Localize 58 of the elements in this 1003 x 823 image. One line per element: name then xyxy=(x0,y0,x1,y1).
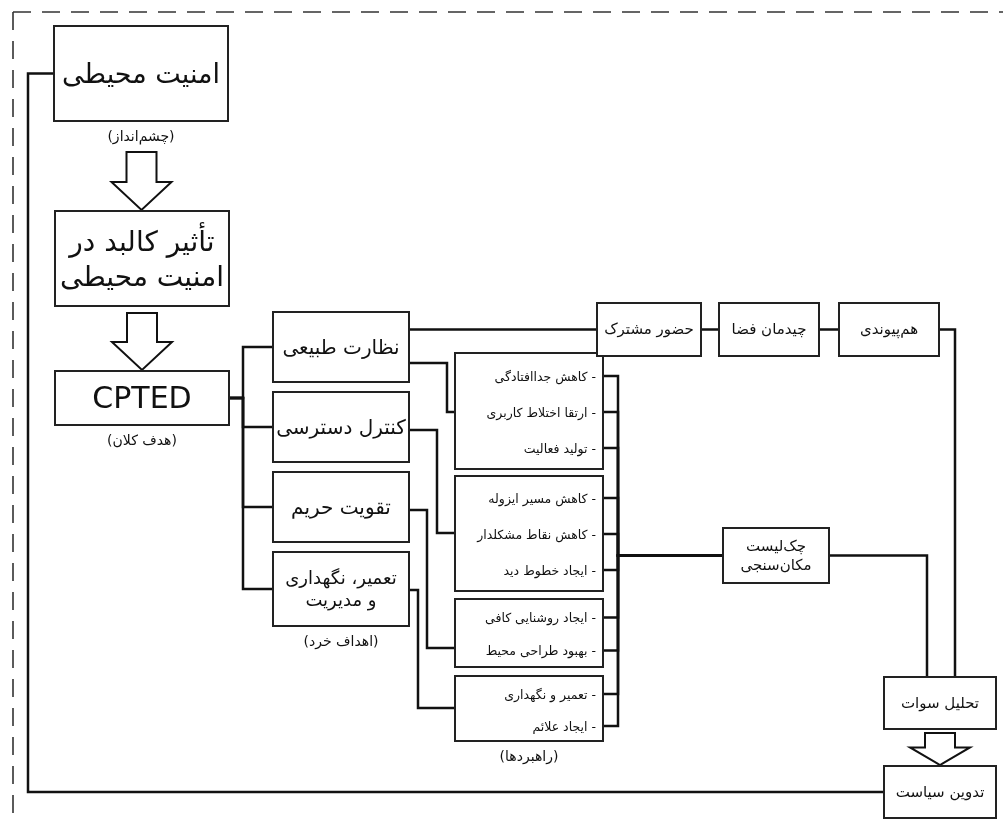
box-label: چیدمان فضا xyxy=(731,320,807,339)
process-box xyxy=(272,311,410,383)
process-box xyxy=(596,302,702,357)
connector-line xyxy=(410,428,454,535)
strategy-box xyxy=(454,475,604,592)
strategy-text: - تعمیر و نگهداری xyxy=(456,678,602,710)
caption-text: (چشم‌انداز) xyxy=(106,128,176,144)
block-arrow xyxy=(109,312,175,372)
box-label: حضور مشترک xyxy=(604,320,694,339)
strategy-text: - ایجاد روشنایی کافی xyxy=(456,601,602,634)
block-arrow xyxy=(906,732,974,767)
process-box xyxy=(883,765,997,819)
box-label: تعمیر، نگهداری و مدیریت xyxy=(284,566,398,612)
process-box xyxy=(53,25,229,122)
process-box xyxy=(54,370,230,426)
caption-text: (اهداف خرد) xyxy=(302,633,380,649)
strategy-text: - ایجاد علائم xyxy=(456,710,602,742)
box-label: کنترل دسترسی xyxy=(276,414,406,440)
strategy-box xyxy=(454,352,604,470)
connector-line xyxy=(410,361,454,414)
connector-line xyxy=(410,588,454,710)
connector-line xyxy=(230,396,272,591)
box-label: CPTED xyxy=(92,379,192,417)
caption-text: (هدف کلان) xyxy=(106,432,178,448)
block-arrow xyxy=(108,151,175,212)
process-box xyxy=(838,302,940,357)
process-box xyxy=(722,527,830,584)
process-box xyxy=(272,391,410,463)
connector-line xyxy=(940,328,957,676)
strategy-text: - تولید فعالیت xyxy=(456,430,602,466)
connector-line xyxy=(820,328,838,331)
caption-text: (راهبردها) xyxy=(498,748,560,764)
connector-line xyxy=(26,72,883,794)
box-label: هم‌پیوندی xyxy=(859,320,919,339)
strategy-box xyxy=(454,675,604,742)
strategy-box xyxy=(454,598,604,668)
strategy-text: - بهبود طراحی محیط xyxy=(456,634,602,667)
connector-line xyxy=(830,554,929,676)
strategy-text: - کاهش جداافتادگی xyxy=(456,358,602,394)
box-label: تحلیل سوات xyxy=(900,693,980,713)
connector-line xyxy=(410,508,454,650)
connector-line xyxy=(702,328,718,331)
box-label: تدوین سیاست xyxy=(895,782,985,802)
strategy-text: - کاهش نقاط مشکلدار xyxy=(456,516,602,552)
process-box xyxy=(883,676,997,730)
box-label: چک‌لیست مکان‌سنجی xyxy=(739,536,813,575)
box-label: تقویت حریم xyxy=(291,494,391,520)
strategy-text: - ارتقا اختلاط کاربری xyxy=(456,394,602,430)
box-label: امنیت محیطی xyxy=(62,56,221,91)
box-label: نظارت طبیعی xyxy=(282,334,400,360)
strategy-text: - ایجاد خطوط دید xyxy=(456,552,602,588)
process-box xyxy=(54,210,230,307)
process-box xyxy=(718,302,820,357)
box-label: تأثیر کالبد در امنیت محیطی xyxy=(59,223,225,294)
connector-line xyxy=(410,328,596,331)
process-box xyxy=(272,471,410,543)
process-box xyxy=(272,551,410,627)
strategy-text: - کاهش مسیر ایزوله xyxy=(456,480,602,516)
